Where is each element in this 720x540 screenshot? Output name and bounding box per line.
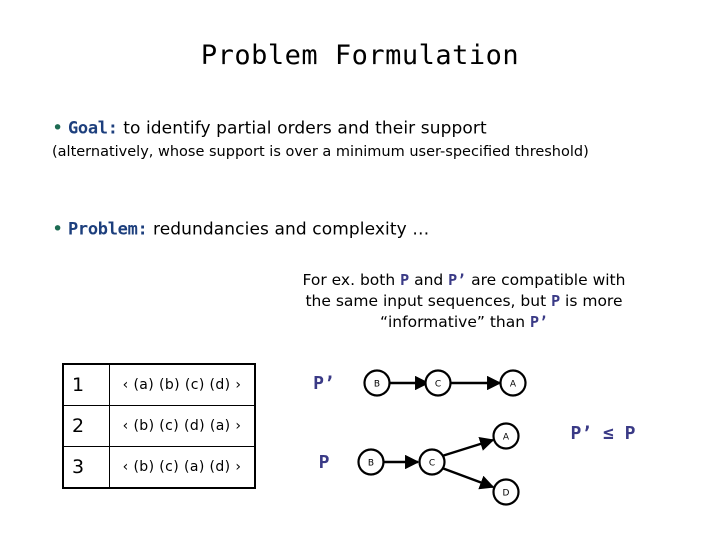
graph-p-prime: P’ B C A (313, 369, 527, 397)
table-cell-index: 3 (62, 446, 110, 489)
example-line-2-part-b: is more (560, 291, 623, 310)
poset-graph-area: P’ B C A P (300, 355, 700, 515)
example-line-1-part-b: and (409, 271, 449, 289)
table-cell-index: 2 (62, 405, 110, 447)
example-paragraph: For ex. both P and P’ are compatible wit… (248, 270, 680, 333)
table-row: 2 ‹ (b) (c) (d) (a) › (62, 405, 256, 447)
node-label: D (503, 489, 510, 499)
table-row: 3 ‹ (b) (c) (a) (d) › (62, 446, 256, 489)
table-row: 1 ‹ (a) (b) (c) (d) › (62, 363, 256, 406)
table-cell-sequence: ‹ (b) (c) (a) (d) › (109, 446, 256, 489)
page-title: Problem Formulation (200, 40, 520, 71)
node-label: B (368, 459, 374, 469)
bullet-dot-icon: • (52, 218, 64, 240)
node-a: A (492, 422, 520, 450)
poset-symbol-p-prime: P’ (448, 271, 467, 289)
node-label: C (435, 380, 441, 390)
node-b: B (357, 448, 385, 476)
edge-c-to-a (441, 437, 495, 458)
node-d: D (492, 478, 520, 506)
poset-relation: P’ ≤ P (570, 423, 635, 444)
node-b: B (363, 369, 391, 397)
poset-symbol-p: P (551, 291, 561, 310)
example-line-1-part-c: are compatible with (466, 271, 626, 289)
bullet-goal-text: to identify partial orders and their sup… (117, 118, 487, 139)
bullet-dot-icon: • (52, 117, 64, 139)
bullet-problem-text: redundancies and complexity … (147, 219, 430, 240)
poset-symbol-p-prime: P’ (529, 312, 549, 331)
node-label: B (374, 380, 380, 390)
bullet-goal-key: Goal: (68, 118, 118, 139)
example-line-1-part-a: For ex. both (302, 271, 401, 289)
bullet-goal-subtext: (alternatively, whose support is over a … (52, 143, 589, 160)
bullet-goal-line: •Goal: to identify partial orders and th… (52, 117, 682, 140)
bullet-problem-key: Problem: (68, 219, 148, 240)
graph-label-p: P (319, 452, 330, 473)
node-label: A (503, 433, 510, 443)
sequence-table: 1 ‹ (a) (b) (c) (d) › 2 ‹ (b) (c) (d) (a… (62, 363, 256, 489)
example-line-2-part-a: the same input sequences, but (305, 291, 552, 310)
edge-c-to-d (441, 466, 495, 490)
bullet-problem: •Problem: redundancies and complexity … (52, 218, 682, 241)
table-cell-sequence: ‹ (a) (b) (c) (d) › (109, 363, 256, 406)
node-c: C (424, 369, 452, 397)
node-c: C (418, 448, 446, 476)
poset-graphs-svg: P’ B C A P (313, 369, 636, 506)
poset-symbol-p: P (400, 271, 410, 289)
node-a: A (499, 369, 527, 397)
node-label: A (510, 380, 517, 390)
node-label: C (429, 459, 435, 469)
table-cell-index: 1 (62, 363, 110, 406)
example-line-3-part-a: “informative” than (379, 312, 530, 331)
graph-p: P B C A D (319, 422, 520, 506)
table-cell-sequence: ‹ (b) (c) (d) (a) › (109, 405, 256, 447)
graph-label-p-prime: P’ (313, 373, 335, 394)
bullet-goal: •Goal: to identify partial orders and th… (52, 117, 682, 162)
bullet-problem-line: •Problem: redundancies and complexity … (52, 218, 682, 241)
